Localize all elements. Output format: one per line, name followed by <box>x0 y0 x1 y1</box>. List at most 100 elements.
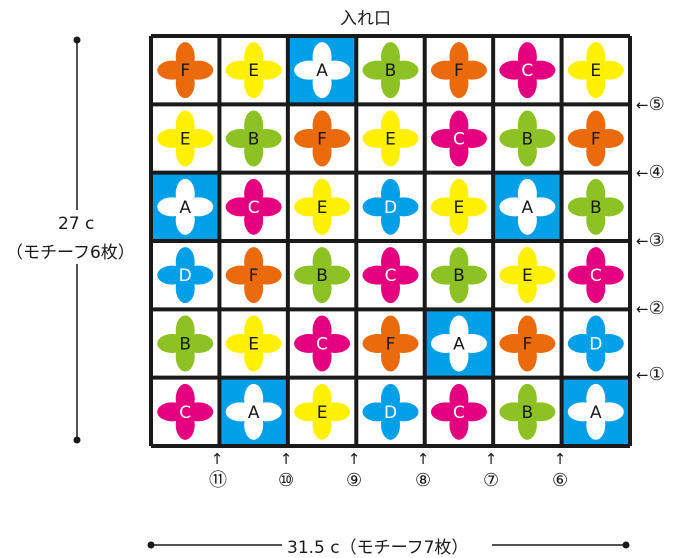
motif-letter: A <box>453 334 465 354</box>
motif-letter: F <box>522 334 532 354</box>
motif-letter: A <box>316 61 328 81</box>
motif-letter: F <box>180 61 190 81</box>
row-marker-1: ←① <box>636 364 665 385</box>
motif-letter: F <box>386 334 396 354</box>
motif-cell: A <box>151 172 220 241</box>
flower-icon <box>362 383 419 440</box>
motif-cell: D <box>356 377 425 446</box>
motif-letter: D <box>179 266 192 286</box>
motif-cell: E <box>219 36 288 105</box>
motif-cell: B <box>424 240 494 310</box>
left-arrow-icon: ← <box>636 164 649 182</box>
motif-letter: E <box>180 129 191 149</box>
motif-letter: C <box>385 266 397 286</box>
up-arrow-icon: ↑ <box>210 450 224 468</box>
flower-icon <box>362 110 419 167</box>
flower-icon <box>225 110 282 167</box>
motif-cell: F <box>219 240 288 310</box>
row-marker-2: ←② <box>636 298 665 319</box>
flower-icon <box>499 315 556 372</box>
motif-letter: F <box>317 129 327 149</box>
flower-icon <box>157 110 214 167</box>
flower-icon <box>294 110 351 167</box>
left-arrow-icon: ← <box>636 300 649 318</box>
flower-icon <box>294 383 351 440</box>
flower-icon <box>567 247 624 304</box>
motif-cell: C <box>151 377 220 446</box>
width-note: （モチーフ7枚） <box>339 538 469 558</box>
opening-label: 入れ口 <box>340 9 391 29</box>
motif-letter: A <box>248 403 260 423</box>
motif-cell: D <box>151 240 220 310</box>
flower-icon <box>225 383 282 440</box>
column-marker-8: ↑⑧ <box>415 450 432 491</box>
up-arrow-icon: ↑ <box>416 450 430 468</box>
column-marker-9: ↑⑨ <box>346 450 363 491</box>
motif-cell: B <box>219 104 288 173</box>
motif-cell: F <box>493 309 562 378</box>
motif-cell: A <box>219 377 288 446</box>
motif-letter: B <box>385 61 397 81</box>
motif-cell: E <box>493 240 562 310</box>
left-arrow-icon: ← <box>636 96 649 114</box>
flower-icon <box>225 247 282 304</box>
flower-icon <box>499 42 556 99</box>
flower-icon <box>430 178 487 235</box>
column-marker-6: ↑⑥ <box>552 450 569 491</box>
motif-cell: B <box>356 36 425 105</box>
motif-cell: E <box>356 104 425 173</box>
height-value: 27 c <box>58 214 95 234</box>
motif-cell: E <box>561 36 631 105</box>
flower-icon <box>157 383 214 440</box>
motif-letter: C <box>453 129 465 149</box>
motif-cell: E <box>219 309 288 378</box>
left-arrow-icon: ← <box>636 232 649 250</box>
flower-icon <box>157 247 214 304</box>
flower-icon <box>157 42 214 99</box>
column-marker-11: ↑⑪ <box>209 450 227 491</box>
motif-cell: C <box>219 172 288 241</box>
motif-letter: B <box>522 129 534 149</box>
flower-icon <box>294 247 351 304</box>
motif-letter: E <box>522 266 533 286</box>
up-arrow-icon: ↑ <box>484 450 498 468</box>
motif-cell: D <box>561 309 631 378</box>
motif-letter: C <box>521 61 533 81</box>
flower-icon <box>225 42 282 99</box>
motif-letter: E <box>590 61 601 81</box>
motif-letter: B <box>248 129 260 149</box>
motif-letter: B <box>453 266 465 286</box>
motif-letter: C <box>248 198 260 218</box>
flower-icon <box>567 315 624 372</box>
motif-cell: A <box>287 36 357 105</box>
motif-cell: A <box>493 172 562 241</box>
motif-cell: F <box>287 104 357 173</box>
motif-letter: E <box>317 198 328 218</box>
flower-icon <box>225 315 282 372</box>
motif-letter: C <box>590 266 602 286</box>
motif-cell: F <box>356 309 425 378</box>
grid-lines <box>149 34 633 448</box>
up-arrow-icon: ↑ <box>347 450 361 468</box>
flower-icon <box>430 110 487 167</box>
motif-letter: D <box>384 403 397 423</box>
motif-letter: B <box>179 334 191 354</box>
motif-cell: F <box>424 36 494 105</box>
flower-icon <box>362 42 419 99</box>
motif-letter: E <box>248 334 259 354</box>
column-marker-10: ↑⑩ <box>278 450 295 491</box>
motif-letter: E <box>248 61 259 81</box>
flower-icon <box>499 178 556 235</box>
flower-icon <box>294 178 351 235</box>
flower-icon <box>499 110 556 167</box>
motif-cell: F <box>151 36 220 105</box>
motif-cell: E <box>151 104 220 173</box>
motif-cell: E <box>424 172 494 241</box>
flower-icon <box>430 315 487 372</box>
motif-letter: E <box>454 198 465 218</box>
motif-letter: E <box>317 403 328 423</box>
left-arrow-icon: ← <box>636 366 649 384</box>
motif-letter: F <box>249 266 259 286</box>
